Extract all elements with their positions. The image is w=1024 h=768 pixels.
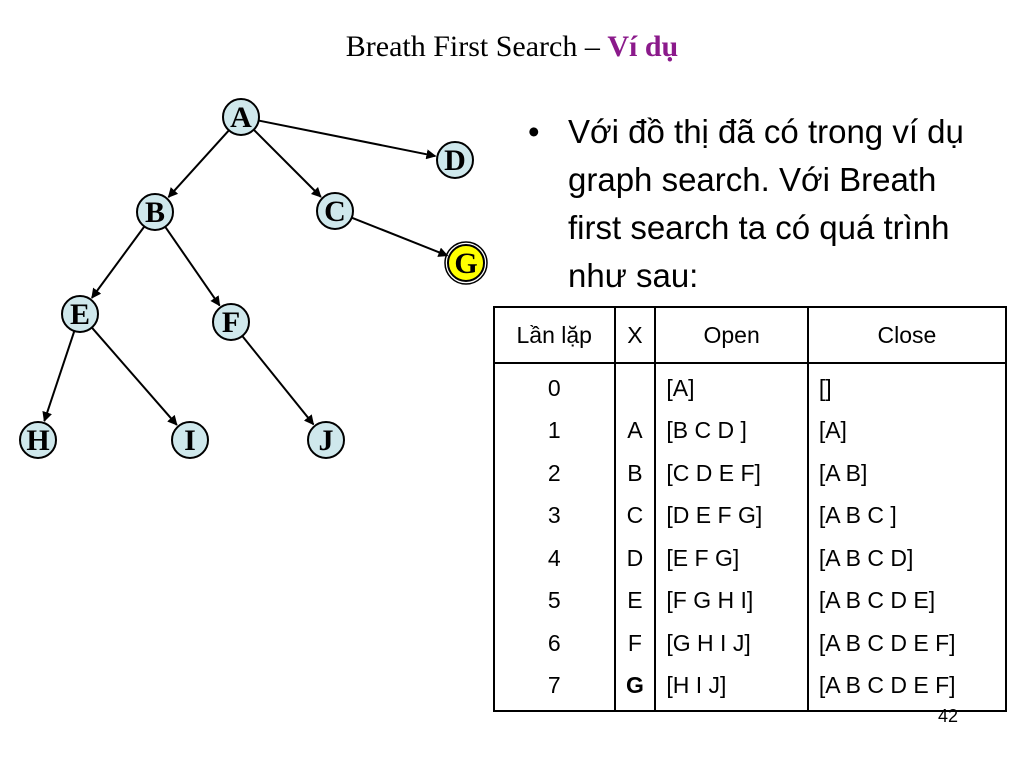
- edge-a-d: [258, 119, 437, 160]
- node-label: A: [230, 101, 252, 134]
- cell-iteration: 6: [493, 622, 616, 665]
- header-x: X: [613, 306, 657, 364]
- cell-iteration: 5: [493, 579, 616, 622]
- cell-close: []: [806, 363, 1008, 410]
- node-label: B: [145, 196, 165, 229]
- edge-a-c: [253, 129, 322, 198]
- table-row: 3 C [D E F G] [A B C ]: [493, 494, 1008, 537]
- node-j: J: [307, 421, 345, 459]
- node-label: H: [26, 424, 49, 457]
- edge-b-f: [164, 226, 221, 307]
- cell-x: A: [613, 409, 657, 452]
- node-g: G: [444, 241, 488, 285]
- cell-iteration: 3: [493, 494, 616, 537]
- cell-iteration: 2: [493, 452, 616, 495]
- table-row: 5 E [F G H I] [A B C D E]: [493, 579, 1008, 622]
- cell-open: [F G H I]: [654, 579, 809, 622]
- bullet-marker: •: [528, 113, 540, 150]
- title-main: Breath First Search –: [345, 30, 608, 63]
- cell-close: [A B]: [806, 452, 1008, 495]
- bfs-graph-diagram: A B C D E F G H I J: [19, 98, 488, 459]
- cell-open: [G H I J]: [654, 622, 809, 665]
- edge-c-g: [351, 216, 449, 257]
- cell-x: G: [613, 664, 657, 712]
- node-b: B: [136, 193, 174, 231]
- node-h: H: [19, 421, 57, 459]
- cell-close: [A B C D]: [806, 537, 1008, 580]
- node-label: E: [70, 298, 90, 331]
- table-row: 7 G [H I J] [A B C D E F]: [493, 664, 1008, 712]
- edge-a-b: [167, 129, 230, 198]
- cell-open: [B C D ]: [654, 409, 809, 452]
- slide-title: Breath First Search – Ví dụ: [0, 30, 1024, 64]
- node-label: I: [184, 424, 196, 457]
- cell-open: [D E F G]: [654, 494, 809, 537]
- node-a: A: [222, 98, 260, 136]
- cell-close: [A B C D E F]: [806, 622, 1008, 665]
- cell-open: [E F G]: [654, 537, 809, 580]
- cell-iteration: 1: [493, 409, 616, 452]
- node-d: D: [436, 141, 474, 179]
- cell-close: [A B C D E]: [806, 579, 1008, 622]
- node-label: F: [222, 306, 240, 339]
- cell-x: C: [613, 494, 657, 537]
- table-row: 0 [A] []: [493, 363, 1008, 410]
- edge-f-j: [241, 335, 315, 426]
- cell-iteration: 4: [493, 537, 616, 580]
- table-row: 1 A [B C D ] [A]: [493, 409, 1008, 452]
- table-header-row: Lần lặp X Open Close: [493, 306, 1008, 364]
- cell-x: B: [613, 452, 657, 495]
- edge-e-i: [91, 326, 178, 426]
- cell-open: [H I J]: [654, 664, 809, 712]
- cell-iteration: 7: [493, 664, 616, 712]
- page-number: 42: [938, 706, 959, 726]
- cell-iteration: 0: [493, 363, 616, 410]
- cell-x: D: [613, 537, 657, 580]
- node-f: F: [212, 303, 250, 341]
- header-iteration: Lần lặp: [493, 306, 616, 364]
- node-i: I: [171, 421, 209, 459]
- cell-close: [A B C D E F]: [806, 664, 1008, 712]
- node-e: E: [61, 295, 99, 333]
- edge-e-h: [42, 330, 76, 422]
- node-label: G: [454, 247, 477, 280]
- cell-x: [613, 363, 657, 410]
- description-bullet: • Với đồ thị đã có trong ví dụ graph sea…: [528, 108, 998, 300]
- cell-x: F: [613, 622, 657, 665]
- node-c: C: [316, 192, 354, 230]
- cell-close: [A]: [806, 409, 1008, 452]
- table-row: 2 B [C D E F] [A B]: [493, 452, 1008, 495]
- table-row: 4 D [E F G] [A B C D]: [493, 537, 1008, 580]
- description-text: Với đồ thị đã có trong ví dụ graph searc…: [568, 113, 964, 294]
- node-label: C: [324, 195, 346, 228]
- bfs-trace-table: Lần lặp X Open Close 0 [A] [] 1 A [B C D…: [493, 306, 1008, 712]
- node-label: D: [444, 144, 466, 177]
- title-accent: Ví dụ: [607, 30, 679, 63]
- header-close: Close: [806, 306, 1008, 364]
- cell-open: [A]: [654, 363, 809, 410]
- edge-b-e: [91, 225, 146, 299]
- node-label: J: [319, 424, 334, 457]
- table-row: 6 F [G H I J] [A B C D E F]: [493, 622, 1008, 665]
- cell-x: E: [613, 579, 657, 622]
- cell-close: [A B C ]: [806, 494, 1008, 537]
- cell-open: [C D E F]: [654, 452, 809, 495]
- header-open: Open: [654, 306, 809, 364]
